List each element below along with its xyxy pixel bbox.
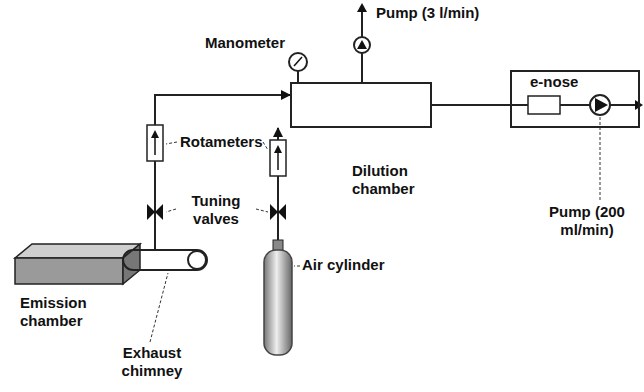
node-label: Emission chamber — [20, 294, 100, 330]
flow-line — [155, 95, 290, 250]
dilution-chamber-box: Dilution chamber — [290, 82, 432, 128]
part-label: Tuning valves — [176, 192, 256, 228]
emission-chamber-drawing — [15, 244, 140, 284]
manometer-symbol — [289, 53, 307, 82]
part-label: Exhaust chimney — [112, 344, 192, 380]
leader-lines — [150, 117, 600, 342]
pump-label: Pump (3 l/min) — [376, 4, 479, 22]
rotameter-symbol — [147, 125, 163, 161]
air-cylinder: Air cylinder — [262, 236, 294, 358]
node-label: e-nose — [530, 73, 578, 91]
pump-label: Pump (200 ml/min) — [534, 203, 640, 239]
valve-symbol — [270, 204, 286, 220]
gas-cylinder-drawing — [264, 236, 292, 355]
flow-line — [432, 104, 510, 106]
rotameter-symbol — [270, 140, 286, 176]
node-label: Dilution chamber — [352, 162, 432, 198]
valve-symbol — [147, 204, 163, 220]
instrument-label: Manometer — [200, 34, 285, 52]
e-nose-internals — [510, 95, 643, 115]
pump-symbol — [354, 3, 370, 82]
exhaust-chimney-drawing — [123, 250, 207, 270]
part-label: Rotameters — [180, 133, 263, 151]
node-label: Air cylinder — [302, 256, 385, 274]
emission-chamber: Emission chamber — [10, 250, 210, 342]
e-nose-box: e-nose — [510, 70, 640, 128]
